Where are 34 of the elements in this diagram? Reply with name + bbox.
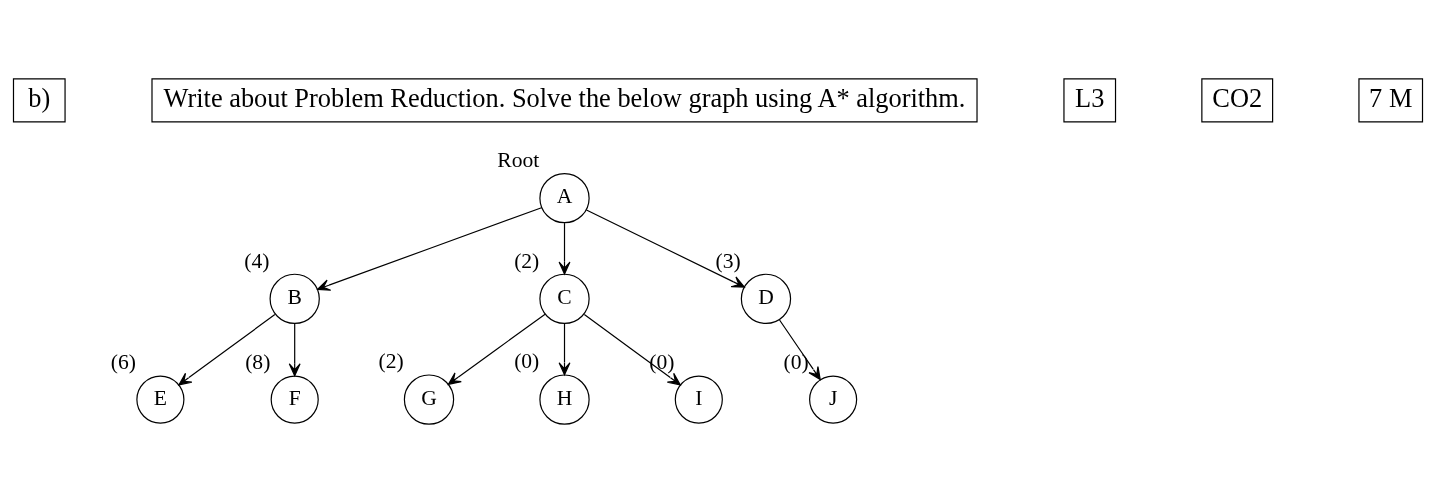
node-label: (2): [514, 248, 540, 273]
node-circle: A: [539, 172, 590, 223]
node-circle: G: [403, 373, 455, 425]
label: Write about Problem Reduction. Solve the below graph using A* algorithm.: [163, 82, 966, 113]
arrow: [317, 206, 543, 291]
label: b): [28, 82, 51, 113]
node-circle: F: [270, 375, 319, 424]
node-label: (0): [783, 349, 809, 374]
arrow: [558, 322, 571, 375]
node-circle: B: [269, 273, 320, 324]
node-label: (6): [110, 349, 137, 374]
node-circle: J: [809, 375, 858, 424]
label: CO2: [1212, 82, 1263, 113]
label: L3: [1075, 82, 1105, 113]
arrow: [447, 313, 546, 385]
arrow: [583, 313, 681, 385]
node-label: (0): [649, 349, 675, 374]
node-label: (2): [378, 348, 404, 373]
node-label: (8): [245, 349, 271, 374]
node-circle: D: [740, 273, 792, 324]
node-circle: I: [674, 375, 723, 424]
node-label: (4): [244, 248, 270, 273]
node-label: Root: [497, 147, 540, 172]
arrow: [178, 313, 276, 385]
arrow: [778, 318, 821, 380]
node-circle: H: [539, 373, 590, 425]
node-circle: E: [136, 375, 185, 424]
node-circle: C: [539, 273, 590, 324]
node-label: (3): [715, 248, 741, 273]
arrow: [558, 222, 571, 275]
arrow: [288, 322, 301, 376]
arrow: [585, 208, 745, 288]
node-label: (0): [514, 348, 540, 373]
label: 7 M: [1369, 82, 1413, 113]
